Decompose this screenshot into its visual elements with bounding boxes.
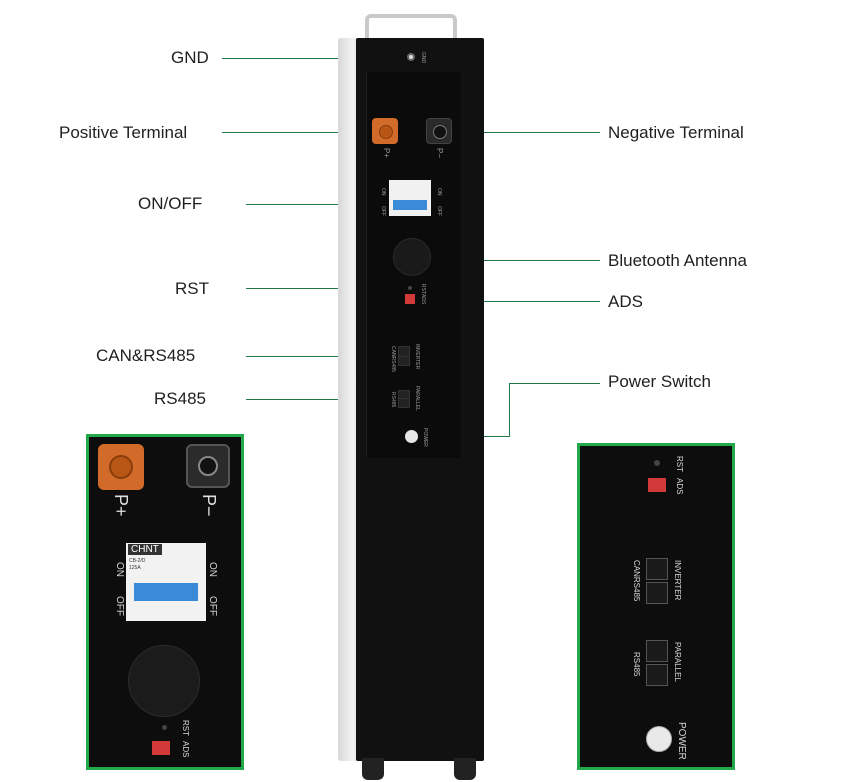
gnd-screw[interactable] bbox=[407, 53, 415, 61]
zoom-on-right: ON bbox=[207, 562, 218, 577]
bluetooth-antenna bbox=[393, 238, 431, 276]
zoom-breaker-lever[interactable] bbox=[134, 583, 198, 601]
inverter-mark: INVERTER bbox=[414, 344, 420, 370]
off-mark-right: OFF bbox=[436, 206, 442, 216]
leader-rst bbox=[246, 288, 404, 289]
callout-can-rs485: CAN&RS485 bbox=[96, 346, 196, 365]
zoom-off-right: OFF bbox=[207, 596, 218, 616]
zoom-breaker-model: CB-2/D bbox=[129, 558, 146, 564]
callout-on-off: ON/OFF bbox=[138, 194, 203, 213]
zoom-p-minus-label: P− bbox=[199, 494, 219, 517]
power-button[interactable] bbox=[405, 430, 418, 443]
zoom-ads-dip[interactable] bbox=[152, 741, 170, 755]
callout-rs485: RS485 bbox=[154, 389, 206, 408]
rst-hole[interactable] bbox=[408, 286, 412, 290]
off-mark-left: OFF bbox=[380, 206, 386, 216]
zoom-rst-hole-right[interactable] bbox=[654, 460, 660, 466]
tower-foot-left bbox=[362, 758, 384, 780]
leader-positive-terminal bbox=[222, 132, 374, 133]
callout-positive-terminal: Positive Terminal bbox=[59, 123, 188, 142]
zoom-rs485-port-a[interactable] bbox=[646, 640, 668, 662]
can-rs485-mark: CANRS485 bbox=[390, 346, 396, 372]
zoom-rst-label: RST bbox=[181, 720, 190, 736]
breaker-lever[interactable] bbox=[393, 200, 427, 210]
zoom-negative-terminal[interactable] bbox=[186, 444, 230, 488]
leader-rs485 bbox=[246, 399, 392, 400]
zoom-ads-dip-right[interactable] bbox=[648, 478, 666, 492]
can-rs485-port-b[interactable] bbox=[398, 356, 410, 366]
callout-gnd: GND bbox=[171, 48, 209, 67]
callout-ads: ADS bbox=[608, 292, 643, 311]
parallel-mark: PARALLEL bbox=[414, 386, 420, 411]
zoom-power-button[interactable] bbox=[646, 726, 672, 752]
zoom-panel-comms bbox=[577, 443, 735, 770]
zoom-positive-terminal[interactable] bbox=[98, 444, 144, 490]
zoom-ads-label-right: ADS bbox=[675, 478, 684, 495]
callout-power-switch: Power Switch bbox=[608, 372, 711, 391]
zoom-breaker[interactable]: CHNT CB-2/D 125A bbox=[126, 543, 206, 621]
zoom-rs485-port-b[interactable] bbox=[646, 664, 668, 686]
tower-foot-right bbox=[454, 758, 476, 780]
zoom-breaker-brand: CHNT bbox=[128, 544, 162, 555]
p-plus-mark: P+ bbox=[382, 148, 391, 159]
on-off-breaker[interactable] bbox=[389, 180, 431, 216]
zoom-power-label: POWER bbox=[676, 722, 687, 760]
zoom-ads-label: ADS bbox=[181, 741, 190, 758]
zoom-bluetooth-antenna bbox=[128, 645, 200, 717]
on-mark-left: ON bbox=[380, 188, 386, 196]
carry-handle bbox=[365, 14, 457, 42]
ads-mark: ADS bbox=[420, 294, 426, 305]
callout-bluetooth-antenna: Bluetooth Antenna bbox=[608, 251, 747, 270]
rs485-port-b[interactable] bbox=[398, 398, 410, 408]
leader-power-switch-b bbox=[509, 383, 510, 437]
zoom-rs485-label: RS485 bbox=[632, 652, 641, 677]
leader-can-rs485 bbox=[246, 356, 392, 357]
callout-negative-terminal: Negative Terminal bbox=[608, 123, 744, 142]
zoom-p-plus-label: P+ bbox=[111, 494, 131, 517]
callout-rst: RST bbox=[175, 279, 209, 298]
gnd-mark: GND bbox=[420, 52, 426, 64]
zoom-parallel-label: PARALLEL bbox=[673, 642, 682, 682]
zoom-rst-label-right: RST bbox=[675, 456, 684, 472]
zoom-off-left: OFF bbox=[114, 596, 125, 616]
leader-bluetooth-antenna bbox=[430, 260, 600, 261]
rst-mark: RST bbox=[420, 284, 426, 294]
rs485-mark: RS485 bbox=[390, 392, 396, 408]
zoom-can-rs485-port-b[interactable] bbox=[646, 582, 668, 604]
on-mark-right: ON bbox=[436, 188, 442, 196]
zoom-rst-hole[interactable] bbox=[162, 725, 167, 730]
zoom-can-rs485-port-a[interactable] bbox=[646, 558, 668, 580]
positive-terminal[interactable] bbox=[372, 118, 398, 144]
leader-negative-terminal bbox=[452, 132, 600, 133]
ads-dip-switch[interactable] bbox=[405, 294, 415, 304]
zoom-on-left: ON bbox=[114, 562, 125, 577]
leader-on-off bbox=[246, 204, 390, 205]
leader-ads bbox=[420, 301, 600, 302]
zoom-inverter-label: INVERTER bbox=[673, 560, 682, 601]
zoom-breaker-rating: 125A bbox=[129, 565, 141, 571]
p-minus-mark: P− bbox=[435, 148, 444, 159]
leader-gnd bbox=[222, 58, 406, 59]
negative-terminal[interactable] bbox=[426, 118, 452, 144]
zoom-can-rs485-label: CANRS485 bbox=[632, 560, 641, 602]
power-mark: POWER bbox=[422, 428, 428, 447]
leader-power-switch-a bbox=[510, 383, 600, 384]
